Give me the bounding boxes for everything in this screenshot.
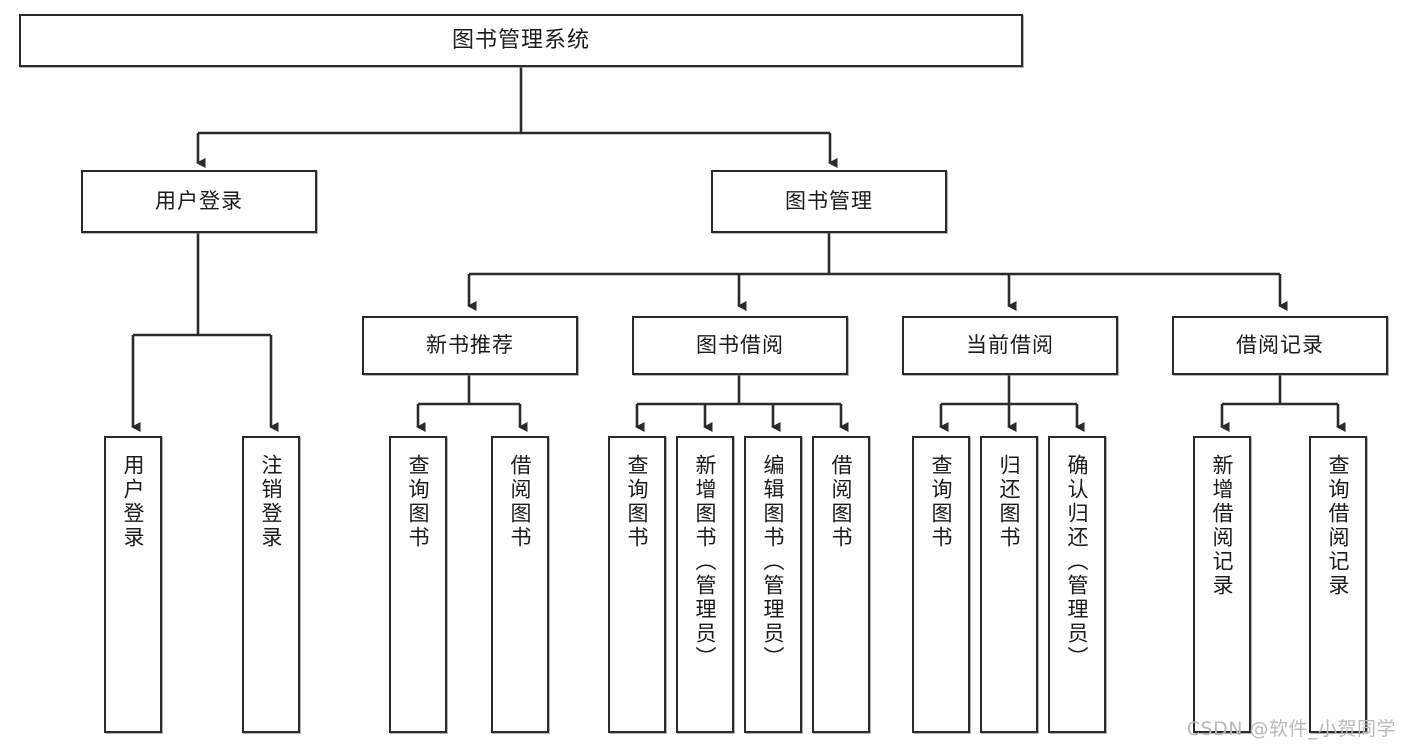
node-user-login[interactable]: 用户登录 [81, 170, 317, 233]
node-book-management-system[interactable]: 图书管理系统 [19, 14, 1023, 67]
node-label: 图书管理 [785, 189, 873, 214]
leaf-query-borrow-record[interactable]: 查询借阅记录 [1309, 436, 1367, 733]
leaf-add-book-admin[interactable]: 新增图书（管理员） [676, 436, 734, 733]
leaf-borrow-book-recommend[interactable]: 借阅图书 [491, 436, 549, 733]
node-label: 借阅记录 [1236, 333, 1324, 358]
leaf-logout-login[interactable]: 注销登录 [242, 436, 300, 733]
node-label: 借阅图书 [829, 454, 854, 550]
node-book-manage[interactable]: 图书管理 [711, 170, 947, 233]
node-label: 图书管理系统 [451, 27, 590, 53]
leaf-return-book[interactable]: 归还图书 [980, 436, 1038, 733]
node-label: 查询借阅记录 [1326, 454, 1351, 598]
node-label: 用户登录 [155, 189, 243, 214]
node-label: 注销登录 [259, 454, 284, 550]
leaf-borrow-book[interactable]: 借阅图书 [812, 436, 870, 733]
leaf-query-book-borrow[interactable]: 查询图书 [608, 436, 666, 733]
node-label: 当前借阅 [966, 333, 1054, 358]
node-current-borrow[interactable]: 当前借阅 [902, 316, 1118, 375]
node-label: 确认归还（管理员） [1065, 454, 1090, 670]
node-label: 用户登录 [121, 454, 146, 550]
node-label: 借阅图书 [508, 454, 533, 550]
node-borrow-record[interactable]: 借阅记录 [1172, 316, 1388, 375]
leaf-user-login[interactable]: 用户登录 [104, 436, 162, 733]
leaf-confirm-return-admin[interactable]: 确认归还（管理员） [1048, 436, 1106, 733]
node-label: 归还图书 [997, 454, 1022, 550]
leaf-query-book-current[interactable]: 查询图书 [912, 436, 970, 733]
node-label: 新增图书（管理员） [693, 454, 718, 670]
leaf-query-book-recommend[interactable]: 查询图书 [389, 436, 447, 733]
node-label: 查询图书 [929, 454, 954, 550]
node-label: 查询图书 [406, 454, 431, 550]
node-label: 新增借阅记录 [1210, 454, 1235, 598]
node-label: 新书推荐 [426, 333, 514, 358]
leaf-add-borrow-record[interactable]: 新增借阅记录 [1193, 436, 1251, 733]
node-label: 查询图书 [625, 454, 650, 550]
node-book-borrow[interactable]: 图书借阅 [632, 316, 848, 375]
node-new-book-recommend[interactable]: 新书推荐 [362, 316, 578, 375]
node-label: 编辑图书（管理员） [761, 454, 786, 670]
node-label: 图书借阅 [696, 333, 784, 358]
leaf-edit-book-admin[interactable]: 编辑图书（管理员） [744, 436, 802, 733]
